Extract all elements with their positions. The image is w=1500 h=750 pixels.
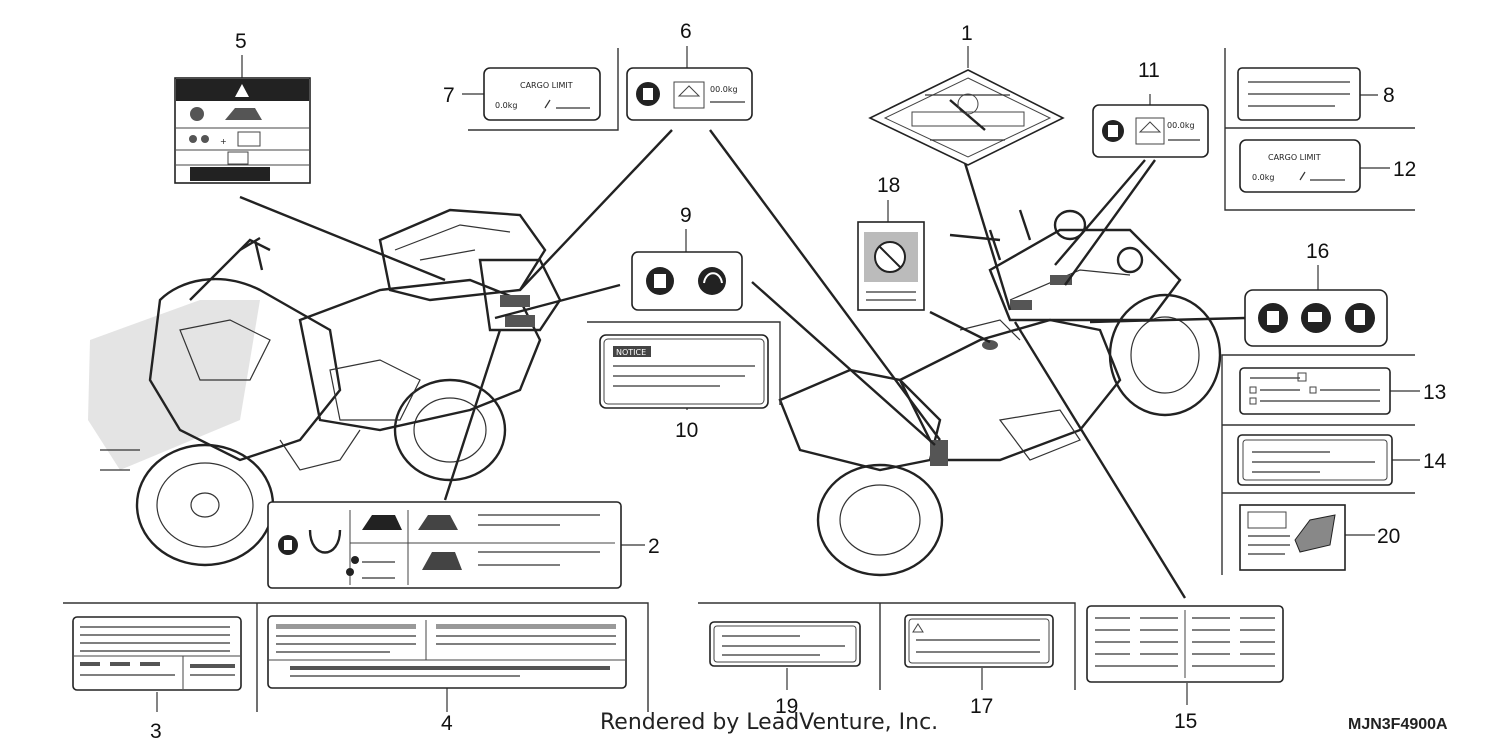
label-5-rider-load-warning: +: [174, 77, 311, 184]
svg-text:+: +: [220, 137, 227, 146]
callout-12: 12: [1393, 158, 1416, 181]
label-12-weight: 0.0kg: [1252, 173, 1274, 182]
label-12-cargo-limit: CARGO LIMIT 0.0kg: [1239, 139, 1361, 193]
callout-13: 13: [1423, 381, 1446, 404]
label-10-notice: NOTICE: [599, 334, 769, 409]
label-7-title: CARGO LIMIT: [520, 81, 573, 90]
callout-5: 5: [235, 30, 247, 53]
callout-14: 14: [1423, 450, 1447, 473]
callout-6: 6: [680, 20, 692, 43]
label-7-cargo-limit: CARGO LIMIT 0.0kg: [483, 67, 601, 121]
label-7-weight: 0.0kg: [495, 101, 517, 110]
label-2-loading-label: [267, 501, 622, 589]
callout-10: 10: [675, 419, 698, 442]
callout-16: 16: [1306, 240, 1329, 263]
callout-19: 19: [775, 695, 798, 718]
callout-11: 11: [1138, 59, 1160, 82]
leader-lines: [156, 46, 1420, 712]
callout-2: 2: [648, 535, 660, 558]
callout-15: 15: [1174, 710, 1197, 733]
label-3-spec-label: [72, 616, 242, 691]
label-9-manual-helmet: [631, 251, 743, 311]
callout-8: 8: [1383, 84, 1395, 107]
motorcycle-left: [88, 208, 562, 567]
callout-17: 17: [970, 695, 993, 718]
watermark-text: Rendered by LeadVenture, Inc.: [600, 710, 939, 735]
label-19-info-label: [709, 621, 861, 667]
section-frames: [63, 48, 1415, 712]
label-11-weight: 00.0kg: [1167, 121, 1195, 130]
label-6-luggage-weight: 00.0kg: [626, 67, 753, 121]
callout-numbers: 1 2 3 4 5 6 7 8 9 10 11 12 13 14 15 16 1…: [150, 20, 1447, 743]
label-20-diagram-label: [1239, 504, 1346, 571]
label-6-weight: 00.0kg: [710, 85, 738, 94]
label-17-caution-label: [904, 614, 1054, 668]
label-11-luggage-weight: 00.0kg: [1092, 104, 1209, 158]
callout-9: 9: [680, 204, 692, 227]
label-10-notice-text: NOTICE: [616, 348, 646, 357]
label-4-spec-label: [267, 615, 627, 689]
label-15-chart-label: [1086, 605, 1284, 683]
label-14-info-label: [1237, 434, 1393, 486]
callout-1: 1: [961, 22, 973, 45]
callout-4: 4: [441, 712, 453, 735]
label-16-icons: [1244, 289, 1388, 347]
label-18-no-symbol: [857, 221, 925, 311]
motorcycle-right: [778, 209, 1222, 577]
diagram-code: MJN3F4900A: [1348, 716, 1448, 733]
callout-3: 3: [150, 720, 162, 743]
callout-7: 7: [443, 84, 455, 107]
label-12-title: CARGO LIMIT: [1268, 153, 1321, 162]
callout-20: 20: [1377, 525, 1400, 548]
label-13-info-label: [1239, 367, 1391, 415]
callout-18: 18: [877, 174, 900, 197]
label-8-blank-label: [1237, 67, 1361, 121]
label-1-emblem-decal: [868, 69, 1065, 166]
